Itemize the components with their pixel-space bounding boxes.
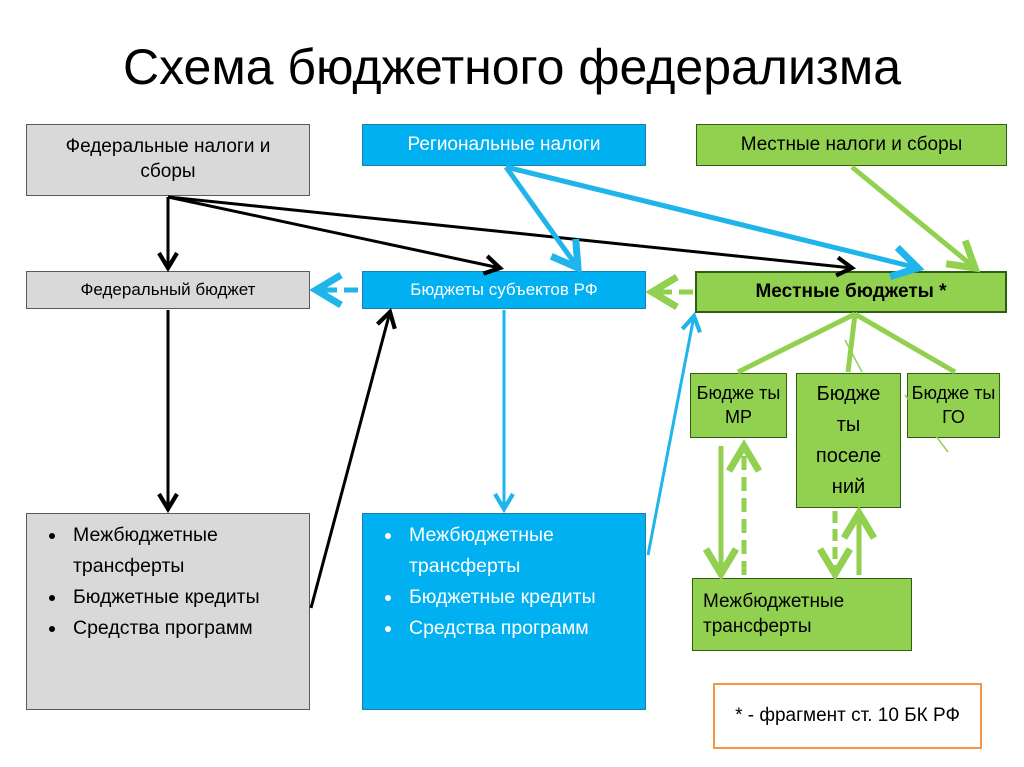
local-transfers-box: Межбюджетные трансферты [692, 578, 912, 651]
mr-budgets-box: Бюдже ты МР [690, 373, 787, 438]
arrow-federal-taxes-to-subject-budgets [167, 195, 504, 276]
arrow-federal-instruments-to-subject-budgets [309, 308, 397, 609]
local-transfers-label: Межбюджетные трансферты [703, 590, 845, 637]
settlement-budgets-box: Бюдже ты поселе ний [796, 373, 901, 508]
federal-taxes-label: Федеральные налоги и сборы [65, 136, 271, 182]
local-taxes-box: Местные налоги и сборы [696, 124, 1007, 166]
federal-taxes-box: Федеральные налоги и сборы [26, 124, 310, 196]
list-item: Бюджетные кредиты [403, 582, 635, 613]
federal-instruments-list: Межбюджетные трансферты Бюджетные кредит… [27, 514, 309, 644]
subject-budgets-box: Бюджеты субъектов РФ [362, 271, 646, 309]
list-item: Межбюджетные трансферты [67, 520, 299, 582]
list-item: Средства программ [403, 613, 635, 644]
regional-taxes-box: Региональные налоги [362, 124, 646, 166]
page-title: Схема бюджетного федерализма [122, 39, 902, 95]
decorative-thin-line [844, 339, 863, 373]
regional-taxes-label: Региональные налоги [407, 133, 601, 155]
regional-instruments-box: Межбюджетные трансферты Бюджетные кредит… [362, 513, 646, 710]
local-budgets-label: Местные бюджеты * [755, 280, 947, 302]
decorative-thin-line [904, 394, 949, 453]
line-local-budgets-to-settlements [845, 313, 858, 373]
local-taxes-label: Местные налоги и сборы [740, 133, 963, 155]
subject-budgets-label: Бюджеты субъектов РФ [410, 279, 598, 299]
arrow-regional-taxes-to-local-budgets [505, 164, 925, 280]
list-item: Средства программ [67, 613, 299, 644]
federal-budget-label: Федеральный бюджет [80, 279, 256, 299]
line-local-budgets-to-mr [736, 311, 857, 375]
list-item: Межбюджетные трансферты [403, 520, 635, 582]
regional-instruments-list: Межбюджетные трансферты Бюджетные кредит… [363, 514, 645, 644]
arrow-local-taxes-to-local-budgets [850, 165, 981, 273]
go-budgets-label: Бюдже ты ГО [911, 383, 996, 427]
mr-budgets-label: Бюдже ты МР [696, 383, 781, 427]
footnote-box: * - фрагмент ст. 10 БК РФ [713, 683, 982, 749]
go-budgets-box: Бюдже ты ГО [907, 373, 1000, 438]
federal-instruments-box: Межбюджетные трансферты Бюджетные кредит… [26, 513, 310, 710]
arrow-regional-taxes-to-subject-budgets [503, 165, 582, 274]
arrow-regional-instruments-to-local-budgets [646, 311, 702, 556]
arrow-federal-taxes-to-local-budgets [167, 195, 857, 278]
footnote-text: * - фрагмент ст. 10 БК РФ [735, 705, 960, 726]
line-local-budgets-to-go [853, 311, 957, 375]
list-item: Бюджетные кредиты [67, 582, 299, 613]
settlement-budgets-label: Бюдже ты поселе ний [815, 382, 882, 498]
federal-budget-box: Федеральный бюджет [26, 271, 310, 309]
